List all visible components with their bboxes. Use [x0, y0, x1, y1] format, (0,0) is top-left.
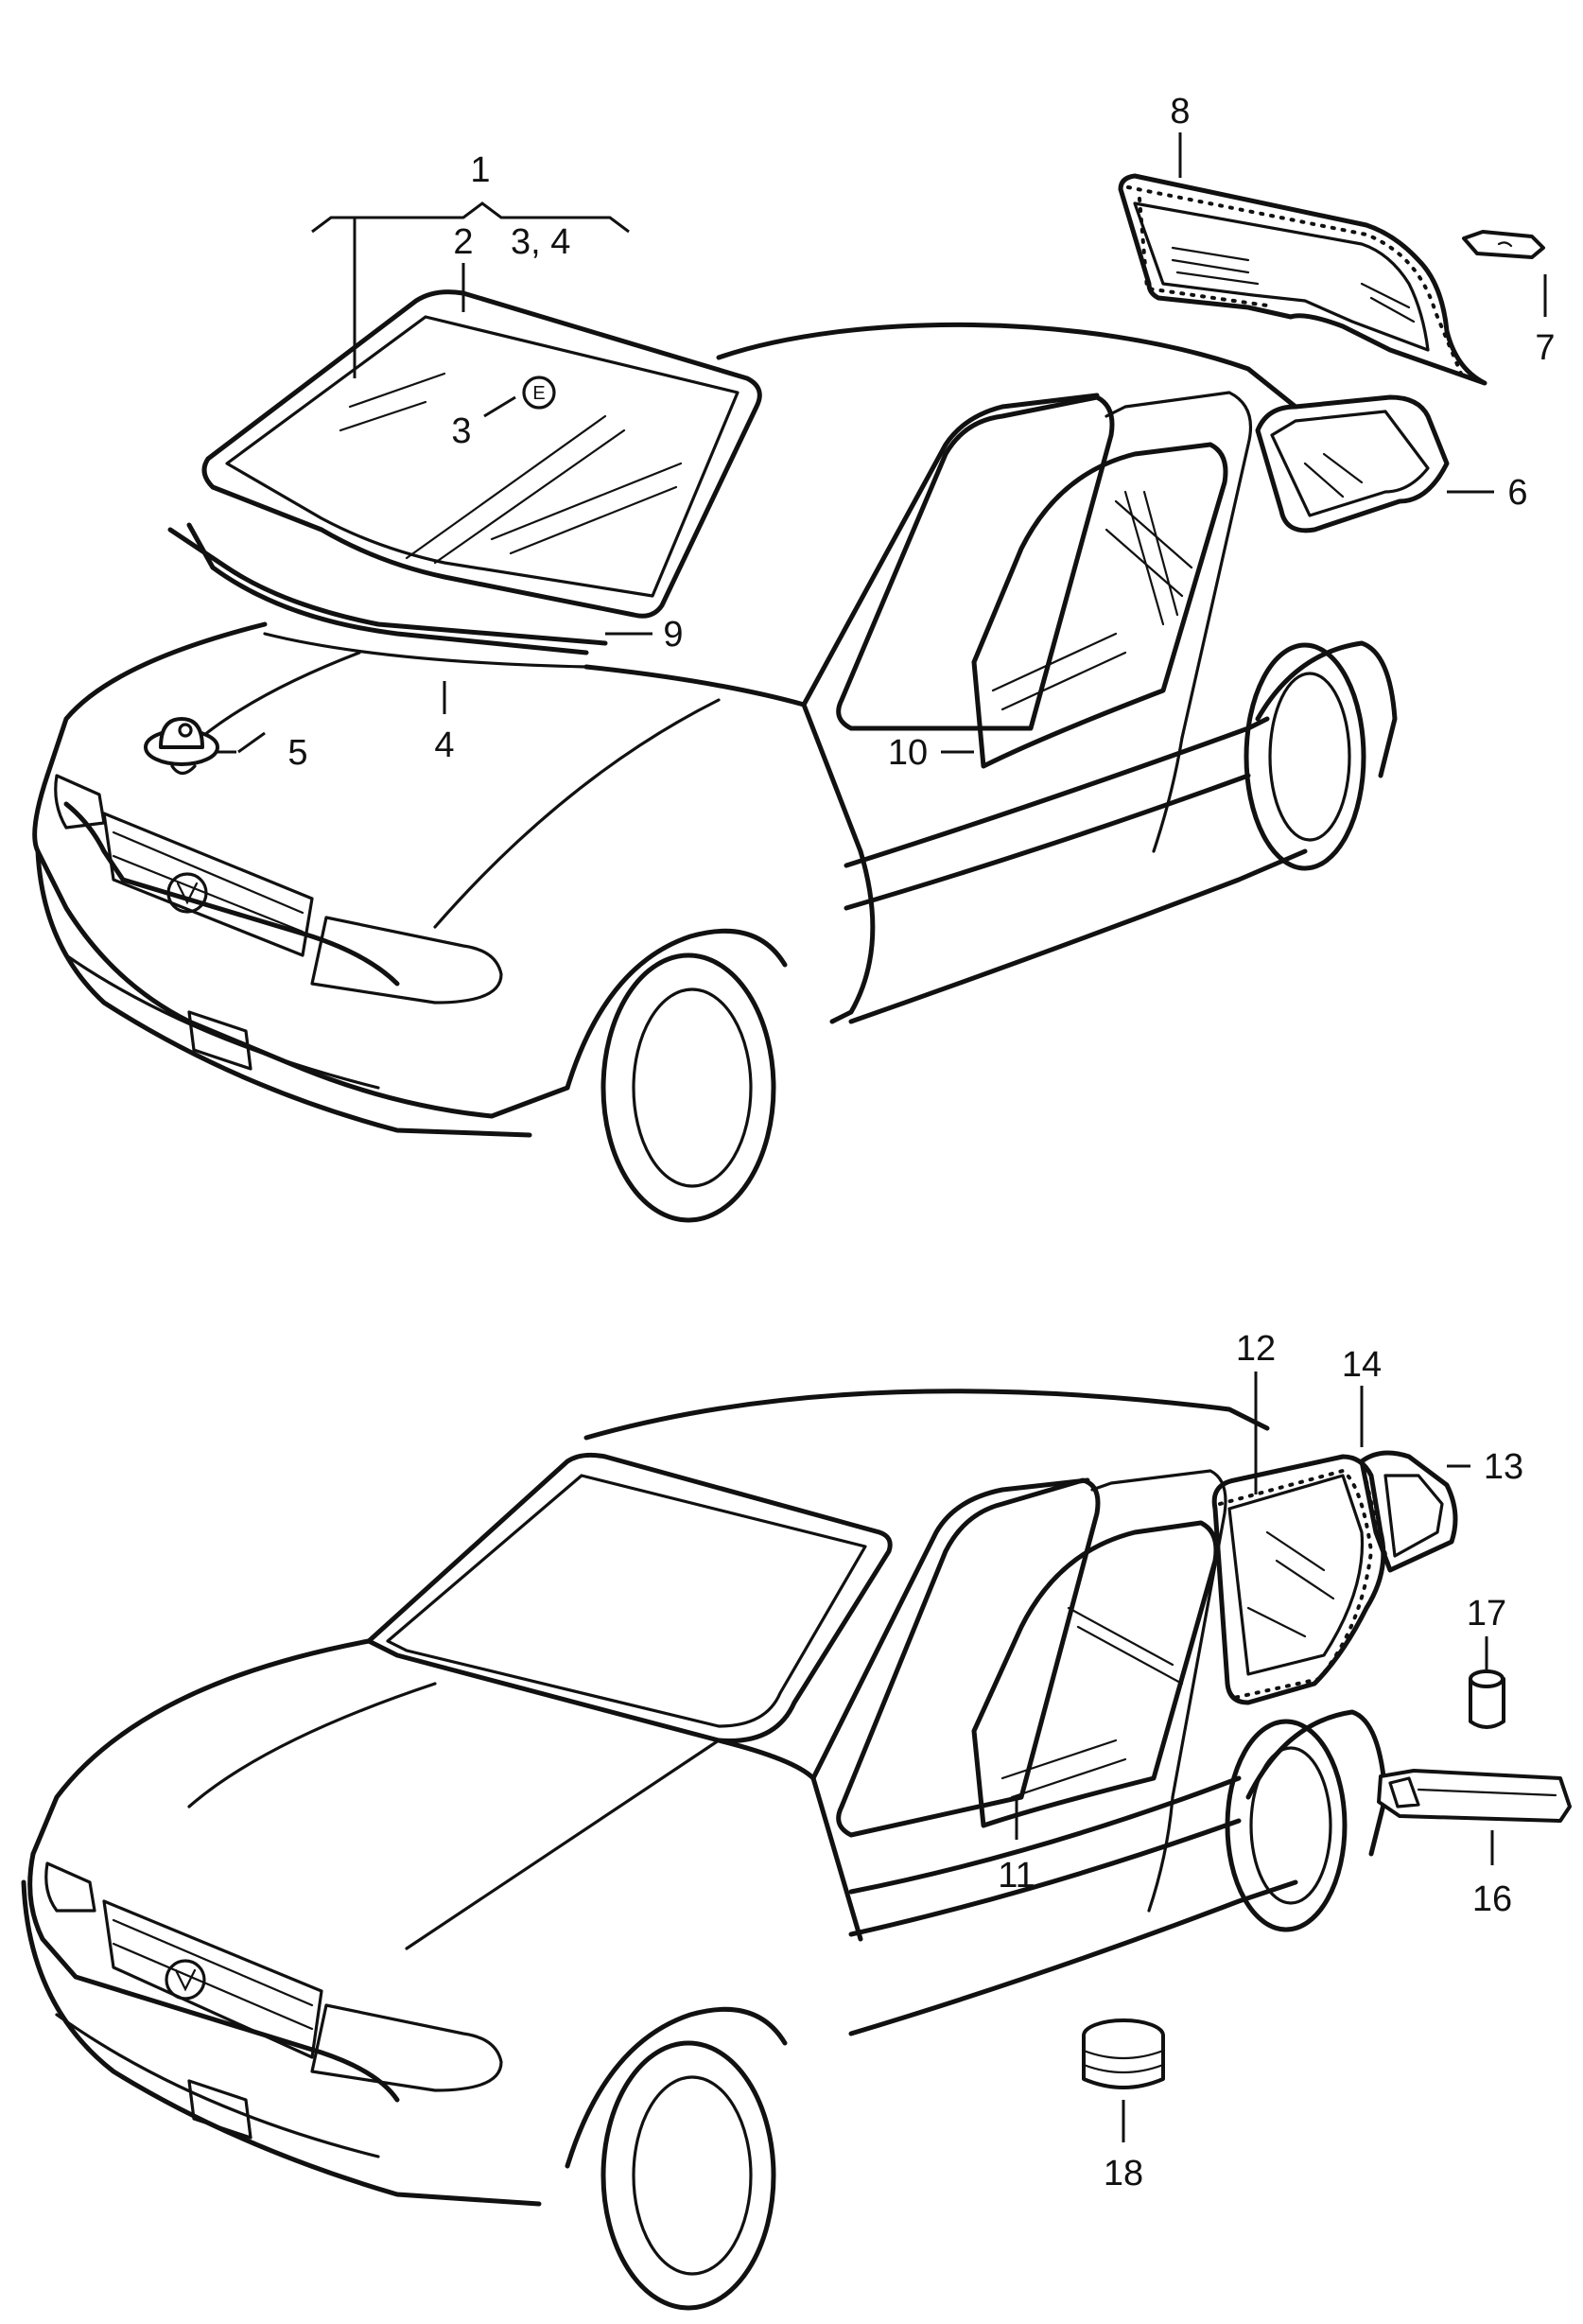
cap-part-17: [1469, 1669, 1505, 1729]
callout-3-4: 3, 4: [511, 222, 570, 262]
callout-17: 17: [1467, 1594, 1506, 1634]
callout-8: 8: [1170, 92, 1190, 131]
bottom-car-illustration: [21, 1389, 1458, 2311]
callout-2: 2: [453, 222, 473, 262]
windscreen-marker: E: [522, 376, 556, 410]
roll-part-18: [1082, 2018, 1165, 2089]
clip-part-7: [1462, 230, 1545, 259]
callout-9: 9: [663, 615, 683, 655]
callout-12: 12: [1236, 1329, 1276, 1369]
callout-11: 11: [998, 1856, 1035, 1896]
callout-14: 14: [1342, 1345, 1382, 1385]
leader-lines: [216, 132, 1547, 2142]
callout-7: 7: [1535, 328, 1555, 368]
top-car-illustration: [32, 289, 1450, 1223]
callout-6: 6: [1507, 473, 1527, 513]
callout-18: 18: [1104, 2154, 1143, 2193]
callout-labels: 1 2 3, 4 3 4 5 6 7 8 9 10 11 12 13 14 16…: [287, 92, 1555, 2193]
callout-4: 4: [434, 725, 454, 765]
callout-16: 16: [1472, 1879, 1512, 1919]
rear-window-part-8: [1118, 173, 1487, 386]
callout-5: 5: [287, 733, 307, 773]
trim-strip-part-16: [1377, 1769, 1572, 1823]
callout-3: 3: [451, 411, 471, 451]
callout-1: 1: [470, 150, 490, 190]
marker-letter: E: [532, 383, 545, 404]
callout-13: 13: [1484, 1447, 1523, 1487]
callout-10: 10: [888, 733, 928, 773]
